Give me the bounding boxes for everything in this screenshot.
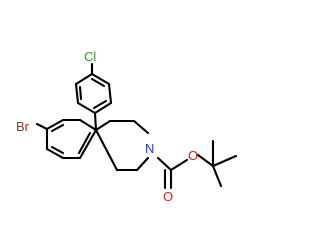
bond — [78, 128, 98, 160]
bond — [92, 99, 108, 110]
bond — [196, 153, 215, 168]
bond — [45, 147, 65, 160]
carbonyl-oxygen-label: O — [163, 189, 173, 204]
bond — [169, 158, 189, 172]
bond — [74, 72, 94, 86]
bond — [76, 101, 97, 115]
nitrogen-label: N — [145, 141, 154, 156]
structure-canvas: Cl Br N O O — [16, 49, 238, 204]
molecule-structure: Cl Br N O O — [16, 49, 238, 204]
bond — [78, 118, 98, 132]
bond — [156, 156, 173, 172]
bond — [93, 111, 98, 132]
bond — [94, 128, 119, 172]
chlorophenyl-ring — [74, 72, 113, 115]
bond — [211, 164, 223, 188]
bond — [135, 156, 150, 172]
chlorine-label: Cl — [84, 49, 96, 64]
bond — [45, 118, 65, 131]
bond — [77, 131, 92, 155]
bond — [90, 72, 111, 86]
bond — [90, 77, 106, 88]
bond-c-br — [35, 122, 49, 131]
bond — [50, 145, 65, 155]
bond — [94, 119, 112, 132]
bond — [78, 85, 83, 101]
bond — [211, 154, 238, 168]
bromine-label: Br — [16, 119, 30, 134]
boc-group — [156, 139, 238, 190]
bond — [74, 82, 80, 105]
bond — [107, 82, 113, 105]
bond — [93, 101, 113, 115]
bond — [50, 123, 65, 133]
ester-oxygen-label: O — [188, 148, 198, 163]
bond — [132, 119, 150, 135]
bromophenyl-ring — [45, 118, 98, 160]
piperidine-ring — [94, 119, 150, 172]
